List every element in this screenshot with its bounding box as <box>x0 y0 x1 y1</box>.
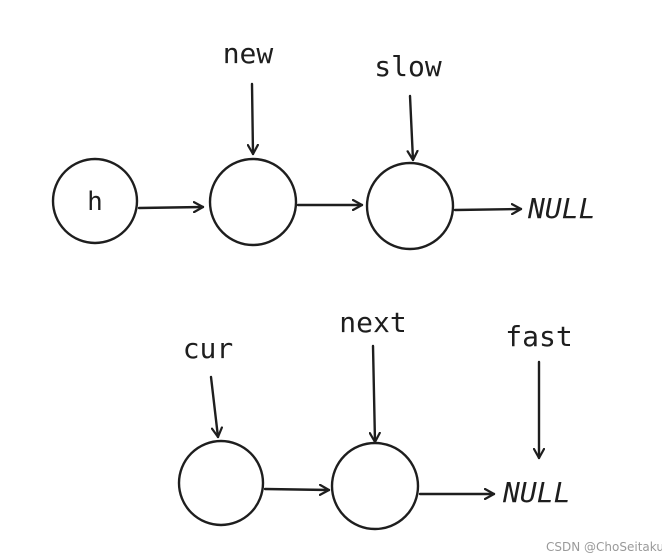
list-node-head <box>51 157 139 245</box>
pointer-arrow-next <box>373 344 375 444</box>
bottom-row: cur next fast NULL <box>177 306 573 531</box>
pointer-label-cur: cur <box>183 332 234 365</box>
top-row: new slow h NULL <box>51 37 595 251</box>
pointer-label-fast: fast <box>505 320 572 353</box>
list-node-new <box>208 157 298 247</box>
list-node-next <box>330 441 420 531</box>
list-node-cur <box>177 439 265 527</box>
link-arrow-head-to-new <box>137 207 205 208</box>
pointer-arrow-slow <box>410 94 413 162</box>
pointer-arrow-cur <box>209 375 218 439</box>
watermark-text: CSDN @ChoSeitaku <box>546 540 662 554</box>
pointer-label-new: new <box>223 37 274 70</box>
null-label-top: NULL <box>527 192 595 225</box>
pointer-arrow-new <box>252 82 253 156</box>
link-arrow-cur-to-next <box>263 489 331 490</box>
pointer-label-slow: slow <box>374 50 442 83</box>
null-label-bottom: NULL <box>502 476 570 509</box>
link-arrow-slow-to-null <box>453 209 523 210</box>
list-node-slow <box>365 161 455 251</box>
head-node-label: h <box>87 187 103 217</box>
pointer-label-next: next <box>339 306 406 339</box>
